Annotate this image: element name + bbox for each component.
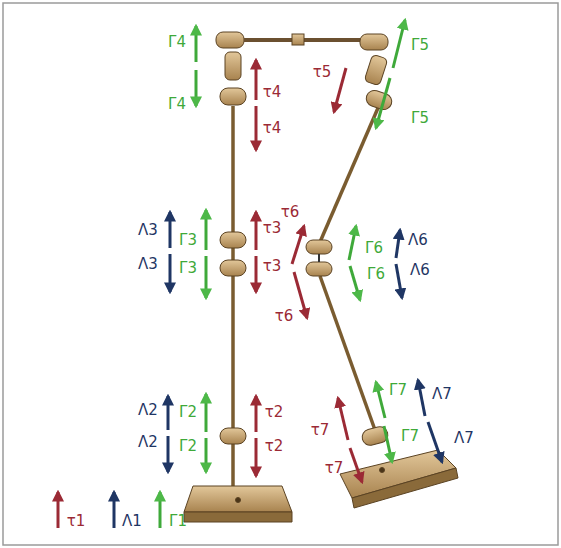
joint-label: Γ7 — [387, 382, 409, 399]
force-arrow — [418, 380, 425, 416]
joint-label: Λ6 — [406, 232, 430, 249]
force-arrow — [338, 398, 348, 440]
force-arrow — [169, 212, 172, 248]
joint-label: τ4 — [261, 120, 284, 137]
joint-label: τ5 — [311, 64, 334, 81]
joint-label: Γ3 — [177, 232, 199, 249]
joint-label: Γ5 — [409, 37, 431, 54]
joint-label: τ3 — [261, 258, 284, 275]
joint-label: Γ2 — [177, 438, 199, 455]
joint-label: τ1 — [65, 513, 88, 530]
force-arrow — [294, 272, 307, 318]
joint-label: Λ1 — [120, 513, 144, 530]
force-arrow — [334, 68, 346, 112]
force-arrow — [255, 60, 258, 100]
joint-label: Λ3 — [136, 256, 160, 273]
joint-label: Γ4 — [166, 34, 188, 51]
joint-label: Λ7 — [452, 430, 476, 447]
joint-label: Λ6 — [408, 262, 432, 279]
force-arrow — [195, 70, 198, 106]
force-arrow — [255, 396, 258, 432]
joint-label: Γ7 — [399, 428, 421, 445]
force-arrow — [169, 254, 172, 292]
force-arrow — [205, 210, 208, 250]
joint-label: Λ2 — [136, 402, 160, 419]
hip-bar — [244, 34, 362, 45]
force-arrow — [350, 266, 360, 300]
force-arrow — [195, 26, 198, 62]
joint-label: τ6 — [279, 204, 302, 221]
joint-label: τ7 — [323, 460, 346, 477]
force-arrow — [255, 212, 258, 250]
force-arrow — [255, 438, 258, 476]
joint-label: Γ6 — [363, 240, 385, 257]
force-arrow — [205, 394, 208, 432]
joint-label: τ3 — [261, 220, 284, 237]
joint-label: Γ2 — [177, 404, 199, 421]
force-arrow — [376, 78, 390, 128]
force-arrow — [159, 492, 162, 528]
force-arrow — [376, 382, 385, 418]
right-leg — [306, 34, 458, 508]
force-arrow — [113, 492, 116, 528]
joint-label: τ4 — [261, 84, 284, 101]
force-arrow — [350, 448, 362, 482]
joint-label: Γ5 — [409, 110, 431, 127]
force-arrows — [58, 20, 442, 528]
joint-label: τ6 — [273, 308, 296, 325]
joint-label: Λ2 — [136, 434, 160, 451]
force-arrow — [167, 436, 170, 472]
joint-label: τ2 — [263, 438, 286, 455]
force-arrow — [428, 422, 442, 462]
joint-label: Λ7 — [430, 386, 454, 403]
force-arrow — [292, 226, 304, 264]
joint-label: Γ3 — [177, 260, 199, 277]
force-arrow — [396, 230, 400, 258]
force-arrow — [205, 256, 208, 298]
force-arrow — [255, 106, 258, 150]
joint-label: τ7 — [309, 422, 332, 439]
force-arrow — [384, 426, 392, 462]
force-arrow — [167, 396, 170, 430]
force-arrow — [205, 438, 208, 472]
frame — [3, 3, 558, 545]
joint-label: Γ6 — [365, 266, 387, 283]
left-leg — [184, 32, 292, 522]
joint-label: τ2 — [263, 404, 286, 421]
force-arrow — [255, 256, 258, 292]
joint-label: Γ1 — [167, 513, 189, 530]
force-arrow — [349, 226, 356, 260]
force-arrow — [393, 20, 405, 68]
joint-label: Γ4 — [166, 96, 188, 113]
joint-label: Λ3 — [136, 222, 160, 239]
force-arrow — [57, 492, 60, 528]
force-arrow — [396, 264, 402, 298]
